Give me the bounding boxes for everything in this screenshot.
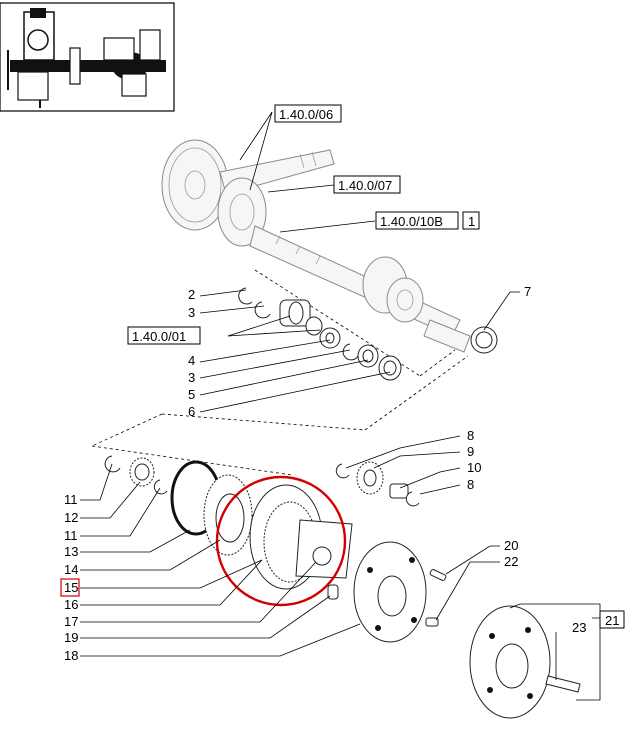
callout-17[interactable]: 17 bbox=[64, 614, 78, 629]
upper-parts bbox=[238, 287, 498, 381]
callouts: 2 3 4 3 5 6 7 8 9 10 8 11 12 11 13 14 15… bbox=[60, 284, 625, 663]
callout-9[interactable]: 9 bbox=[467, 444, 474, 459]
highlight-circle bbox=[215, 475, 347, 607]
callout-3[interactable]: 3 bbox=[188, 370, 195, 385]
callout-7[interactable]: 7 bbox=[524, 284, 531, 299]
reference-label: 1.40.0/10B bbox=[380, 214, 443, 229]
callout-21[interactable]: 21 bbox=[605, 613, 619, 628]
callout-21-box bbox=[599, 610, 625, 629]
callout-10[interactable]: 10 bbox=[467, 460, 481, 475]
reference-label: 1.40.0/06 bbox=[279, 107, 333, 122]
callout-11[interactable]: 11 bbox=[64, 492, 78, 507]
callout-8[interactable]: 8 bbox=[467, 477, 474, 492]
callout-20[interactable]: 20 bbox=[504, 538, 518, 553]
reference-1-40-0-10b[interactable]: 1.40.0/10B 1 bbox=[375, 211, 480, 230]
lower-parts bbox=[104, 455, 581, 719]
reference-quantity: 1 bbox=[468, 214, 475, 229]
background-assembly bbox=[161, 139, 471, 353]
callout-3[interactable]: 3 bbox=[188, 305, 195, 320]
callout-16[interactable]: 16 bbox=[64, 597, 78, 612]
callout-23[interactable]: 23 bbox=[572, 620, 586, 635]
callout-22[interactable]: 22 bbox=[504, 554, 518, 569]
leader-lines bbox=[80, 111, 601, 701]
callout-14[interactable]: 14 bbox=[64, 562, 78, 577]
callout-19[interactable]: 19 bbox=[64, 630, 78, 645]
reference-1-40-0-07[interactable]: 1.40.0/07 bbox=[333, 175, 401, 194]
callout-5[interactable]: 5 bbox=[188, 387, 195, 402]
callout-8[interactable]: 8 bbox=[467, 428, 474, 443]
callout-11[interactable]: 11 bbox=[64, 528, 78, 543]
callout-4[interactable]: 4 bbox=[188, 353, 195, 368]
highlight-box-15 bbox=[60, 578, 80, 597]
reference-label: 1.40.0/07 bbox=[338, 178, 392, 193]
reference-1-40-0-06[interactable]: 1.40.0/06 bbox=[274, 104, 342, 123]
callout-2[interactable]: 2 bbox=[188, 287, 195, 302]
callout-15[interactable]: 15 bbox=[64, 580, 78, 595]
reference-1-40-0-01[interactable]: 1.40.0/01 bbox=[127, 326, 201, 345]
callout-6[interactable]: 6 bbox=[188, 404, 195, 419]
reference-label: 1.40.0/01 bbox=[132, 329, 186, 344]
callout-18[interactable]: 18 bbox=[64, 648, 78, 663]
callout-13[interactable]: 13 bbox=[64, 544, 78, 559]
callout-12[interactable]: 12 bbox=[64, 510, 78, 525]
axle-thumbnail[interactable] bbox=[0, 2, 175, 112]
